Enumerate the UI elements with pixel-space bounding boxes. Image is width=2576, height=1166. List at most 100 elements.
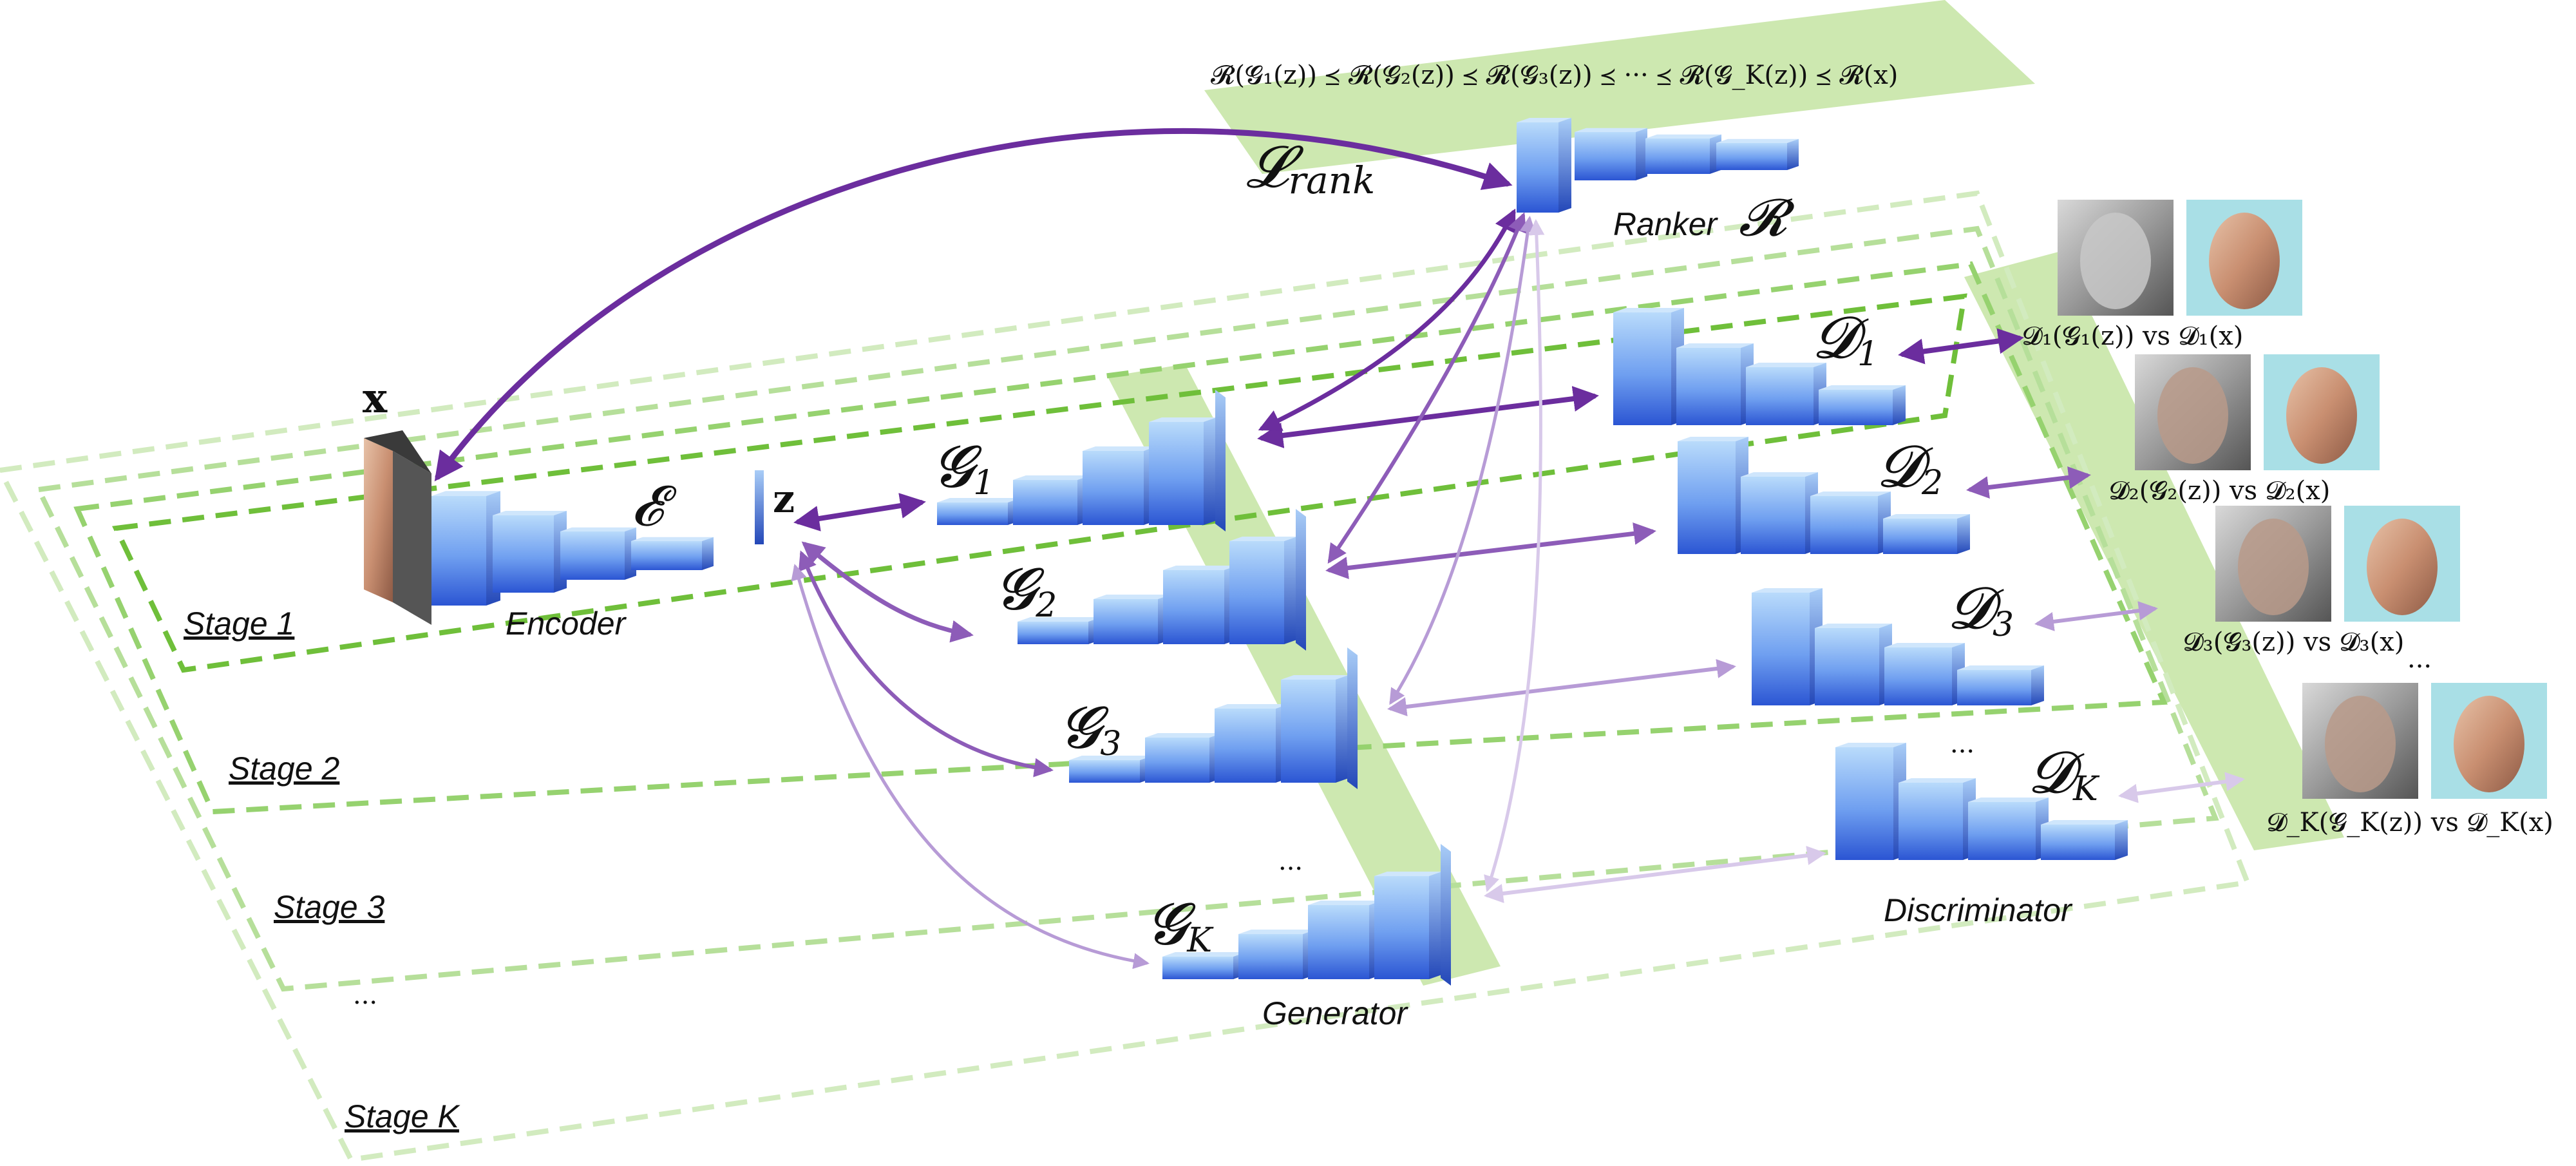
real-face-3-head <box>2367 519 2438 615</box>
encoder-symbol: 𝓔 <box>631 474 677 539</box>
encoder-block-3-front <box>560 531 625 580</box>
discriminator-3-block-4 <box>1957 665 2044 705</box>
encoder-block-4-front <box>631 541 702 570</box>
comparison-label-1: 𝓓₁(𝓖₁(z)) vs 𝓓₁(x) <box>2022 321 2243 351</box>
encoder-block-1-top <box>431 491 500 496</box>
stage-k-boundary <box>0 190 2251 1163</box>
discriminator-2-label: 𝓓2 <box>1877 433 1943 502</box>
encoder-block-3-top <box>560 527 636 531</box>
discriminator-1-label: 𝓓1 <box>1813 304 1879 374</box>
arrow-16 <box>2034 601 2158 631</box>
encoder-block-1 <box>431 491 500 606</box>
ranker-block-4 <box>1716 139 1799 170</box>
generator-1-block-1-top <box>937 498 1021 502</box>
ranker-block-3-top <box>1645 134 1721 139</box>
generated-face-1-head <box>2080 213 2151 309</box>
discriminator-3-block-4-front <box>1957 670 2031 705</box>
stage-3-boundary <box>34 225 2219 992</box>
discriminator-network <box>1613 308 2128 860</box>
generator-3-block-2 <box>1145 733 1222 783</box>
generator-1-output-slab <box>1215 390 1226 531</box>
discriminator-4-block-4-front <box>2041 825 2115 860</box>
discriminator-2-block-4 <box>1883 514 1970 554</box>
encoder-block-1-front <box>431 496 486 606</box>
generator-2-label: 𝓖2 <box>995 555 1057 625</box>
stage-label-1: Stage 1 <box>184 606 294 642</box>
encoder-block-2-top <box>493 511 567 515</box>
discriminator-3-block-3-top <box>1884 643 1965 647</box>
generator-4-block-4-top <box>1374 872 1442 876</box>
generated-face-3-head <box>2238 519 2309 615</box>
discriminator-2-block-1-top <box>1678 437 1748 441</box>
ranker-block-1-side <box>1558 118 1571 213</box>
discriminator-2-block-1-front <box>1678 441 1736 554</box>
generator-3-block-3-top <box>1215 704 1289 709</box>
discriminator-2-block-3-front <box>1810 496 1878 554</box>
discriminator-4-label: 𝓓K <box>2029 739 2100 808</box>
generator-4-block-3-top <box>1308 901 1382 905</box>
encoder-block-2 <box>493 511 567 593</box>
generator-ellipsis: ··· <box>1278 854 1303 884</box>
discriminator-4-block-1-top <box>1835 743 1906 747</box>
discriminator-1-block-1 <box>1613 308 1684 425</box>
generator-4-block-2-top <box>1238 930 1316 934</box>
arrow-9 <box>1484 846 1826 903</box>
discriminator-2-block-4-side <box>1957 514 1970 554</box>
ranker-block-1-top <box>1517 118 1571 122</box>
rank-equation: 𝓡(𝓖₁(z)) ⪯ 𝓡(𝓖₂(z)) ⪯ 𝓡(𝓖₃(z)) ⪯ ··· ⪯ 𝓡… <box>1211 61 1898 90</box>
arrow-2 <box>793 493 926 531</box>
discriminator-3-block-2 <box>1815 624 1892 705</box>
discriminator-4-block-3 <box>1968 798 2049 860</box>
arrow-13 <box>1484 219 1545 892</box>
generator-2-block-3-top <box>1163 566 1237 570</box>
discriminator-4-block-2 <box>1899 778 1976 860</box>
arrow-14 <box>1898 328 2024 365</box>
discriminator-1-subscript: 1 <box>1857 335 1879 374</box>
generator-3-block-4-front <box>1281 680 1336 783</box>
ranker-block-4-side <box>1787 139 1799 170</box>
ranker-block-1-front <box>1517 122 1558 213</box>
discriminator-2-block-3-top <box>1810 492 1891 496</box>
discriminator-3-block-2-front <box>1815 628 1879 705</box>
generator-1-block-2 <box>1013 475 1090 525</box>
discriminator-2-block-2-top <box>1741 472 1818 477</box>
arrow-17 <box>2118 772 2245 803</box>
ranker-block-4-front <box>1716 143 1787 170</box>
generator-3-block-1-front <box>1069 760 1140 783</box>
discriminator-4-block-2-front <box>1899 783 1963 860</box>
input-x-label: x <box>363 374 388 423</box>
generator-2-subscript: 2 <box>1035 586 1057 625</box>
input-image-side <box>393 451 431 625</box>
discriminator-1-block-4-side <box>1893 385 1906 425</box>
input-image-face <box>364 438 393 602</box>
arrow-11 <box>1327 212 1527 564</box>
generator-4-block-2-front <box>1238 934 1303 979</box>
discriminator-1-block-2-top <box>1676 343 1754 348</box>
generator-2-output-slab <box>1296 509 1306 651</box>
generator-2-block-1-front <box>1018 622 1088 644</box>
ranker-block-4-top <box>1716 139 1799 143</box>
generator-4-block-4-front <box>1374 876 1429 979</box>
generator-2-block-2-top <box>1094 595 1171 599</box>
generator-2-block-3 <box>1163 566 1237 644</box>
generator-3-block-4 <box>1281 675 1349 783</box>
ranker-block-2 <box>1575 128 1647 180</box>
arrows <box>434 128 2245 970</box>
generator-1-block-3-top <box>1083 446 1157 451</box>
discriminator-2-block-1 <box>1678 437 1748 554</box>
encoder-block-4 <box>631 537 714 570</box>
generator-1-block-4-front <box>1149 422 1204 525</box>
comparison-labels: 𝓓₁(𝓖₁(z)) vs 𝓓₁(x)𝓓₂(𝓖₂(z)) vs 𝓓₂(x)𝓓₃(𝓖… <box>2022 321 2553 837</box>
discriminator-4-block-3-top <box>1968 798 2049 802</box>
encoder-block-4-side <box>702 537 714 570</box>
generator-2-block-3-front <box>1163 570 1224 644</box>
ranker-caption: Ranker <box>1613 206 1719 242</box>
discriminator-2-block-4-front <box>1883 519 1957 554</box>
real-face-4-head <box>2454 696 2524 792</box>
discriminator-1-block-3-top <box>1746 363 1826 367</box>
stage-label-2: Stage 2 <box>229 750 340 787</box>
generator-3-block-4-top <box>1281 675 1349 680</box>
stage-label-3: Stage 3 <box>274 889 385 925</box>
